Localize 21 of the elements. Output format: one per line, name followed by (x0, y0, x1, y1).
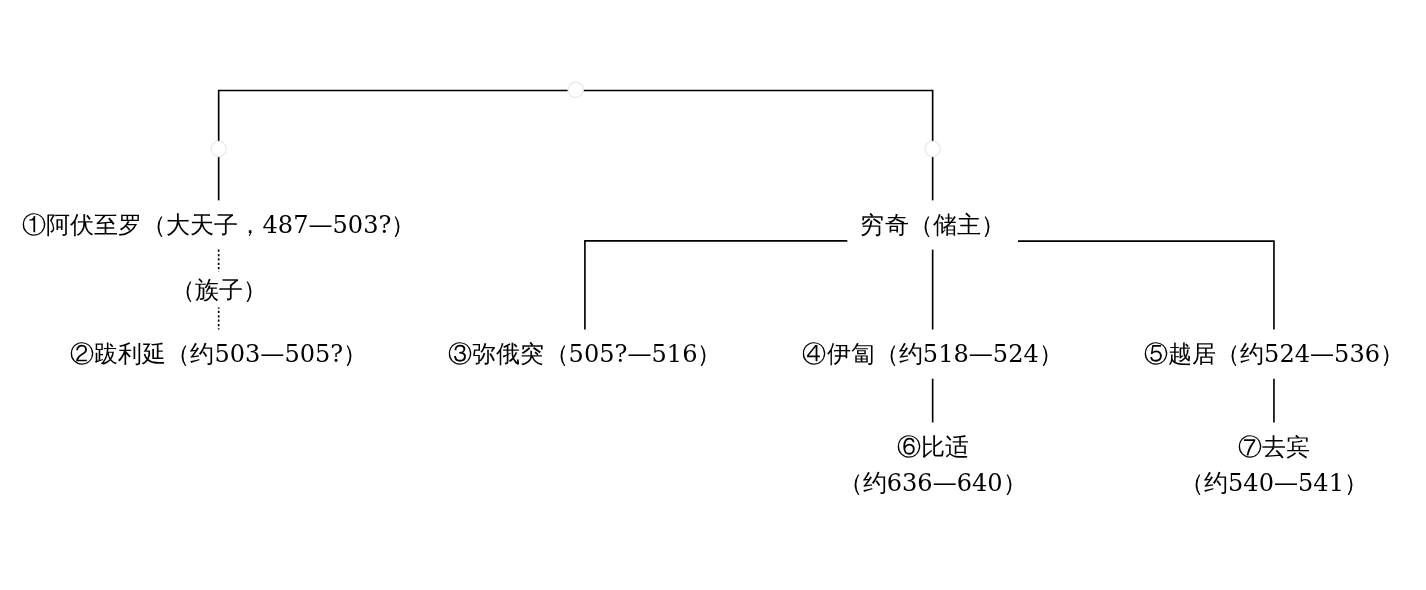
connector (217, 89, 569, 143)
connector (217, 155, 220, 202)
node-circle (567, 81, 584, 99)
node-text: ②跋利延（约503—505?） (70, 340, 368, 368)
connector (931, 248, 934, 331)
node-text: ⑦去宾 （约540—541） (1179, 433, 1369, 497)
node-text: 穷奇（储主） (860, 211, 1005, 239)
node-text: ⑥比适 （约636—640） (838, 433, 1027, 497)
node-text: ③弥俄突（505?—516） (448, 340, 722, 368)
connector (1273, 377, 1275, 424)
edge-label: （族子） (170, 275, 267, 304)
node-circle (924, 140, 941, 158)
node-text: ⑤越居（约524—536） (1143, 340, 1405, 368)
node-text: ①阿伏至罗（大天子，487—503?） (21, 211, 416, 239)
connector (931, 377, 934, 424)
connector (582, 89, 934, 143)
connector (584, 240, 849, 331)
node-text: ④伊匐（约518—524） (802, 340, 1063, 368)
connector (931, 155, 934, 202)
node-circle (210, 140, 227, 158)
connector (1017, 240, 1275, 331)
